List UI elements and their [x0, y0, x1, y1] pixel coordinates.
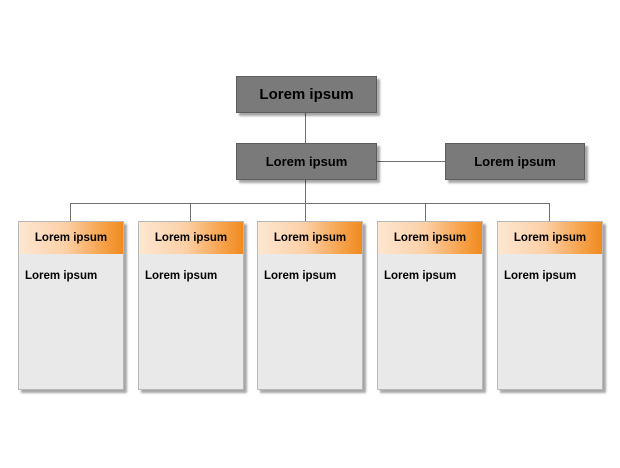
- middle-box-label: Lorem ipsum: [265, 154, 348, 169]
- connector-horizontal-bus: [70, 203, 550, 204]
- card-body-text: Lorem ipsum: [145, 270, 218, 282]
- connector-top-to-middle: [305, 113, 306, 143]
- card-body-text: Lorem ipsum: [504, 270, 577, 282]
- top-box-label: Lorem ipsum: [259, 86, 354, 103]
- card-body: Lorem ipsum: [19, 254, 123, 282]
- side-box: Lorem ipsum: [445, 143, 585, 180]
- card-body: Lorem ipsum: [139, 254, 243, 282]
- card-header: Lorem ipsum: [378, 222, 482, 254]
- card-body: Lorem ipsum: [258, 254, 362, 282]
- card-3: Lorem ipsum Lorem ipsum: [257, 221, 363, 390]
- card-header: Lorem ipsum: [258, 222, 362, 254]
- card-header: Lorem ipsum: [498, 222, 602, 254]
- card-header-label: Lorem ipsum: [513, 232, 587, 244]
- card-header-label: Lorem ipsum: [273, 232, 347, 244]
- card-2: Lorem ipsum Lorem ipsum: [138, 221, 244, 390]
- card-header-label: Lorem ipsum: [393, 232, 467, 244]
- top-box: Lorem ipsum: [236, 76, 377, 113]
- connector-card-5: [549, 203, 550, 221]
- card-1: Lorem ipsum Lorem ipsum: [18, 221, 124, 390]
- card-body: Lorem ipsum: [378, 254, 482, 282]
- card-header: Lorem ipsum: [139, 222, 243, 254]
- connector-card-3: [305, 203, 306, 221]
- card-body-text: Lorem ipsum: [25, 270, 98, 282]
- connector-card-4: [425, 203, 426, 221]
- connector-card-1: [70, 203, 71, 221]
- card-body: Lorem ipsum: [498, 254, 602, 282]
- card-5: Lorem ipsum Lorem ipsum: [497, 221, 603, 390]
- card-header-label: Lorem ipsum: [154, 232, 228, 244]
- connector-card-2: [190, 203, 191, 221]
- card-header: Lorem ipsum: [19, 222, 123, 254]
- middle-box: Lorem ipsum: [236, 143, 377, 180]
- side-box-label: Lorem ipsum: [474, 154, 556, 169]
- connector-middle-down: [305, 180, 306, 203]
- card-body-text: Lorem ipsum: [264, 270, 337, 282]
- card-header-label: Lorem ipsum: [34, 232, 108, 244]
- connector-middle-to-side: [377, 161, 445, 162]
- card-4: Lorem ipsum Lorem ipsum: [377, 221, 483, 390]
- card-body-text: Lorem ipsum: [384, 270, 457, 282]
